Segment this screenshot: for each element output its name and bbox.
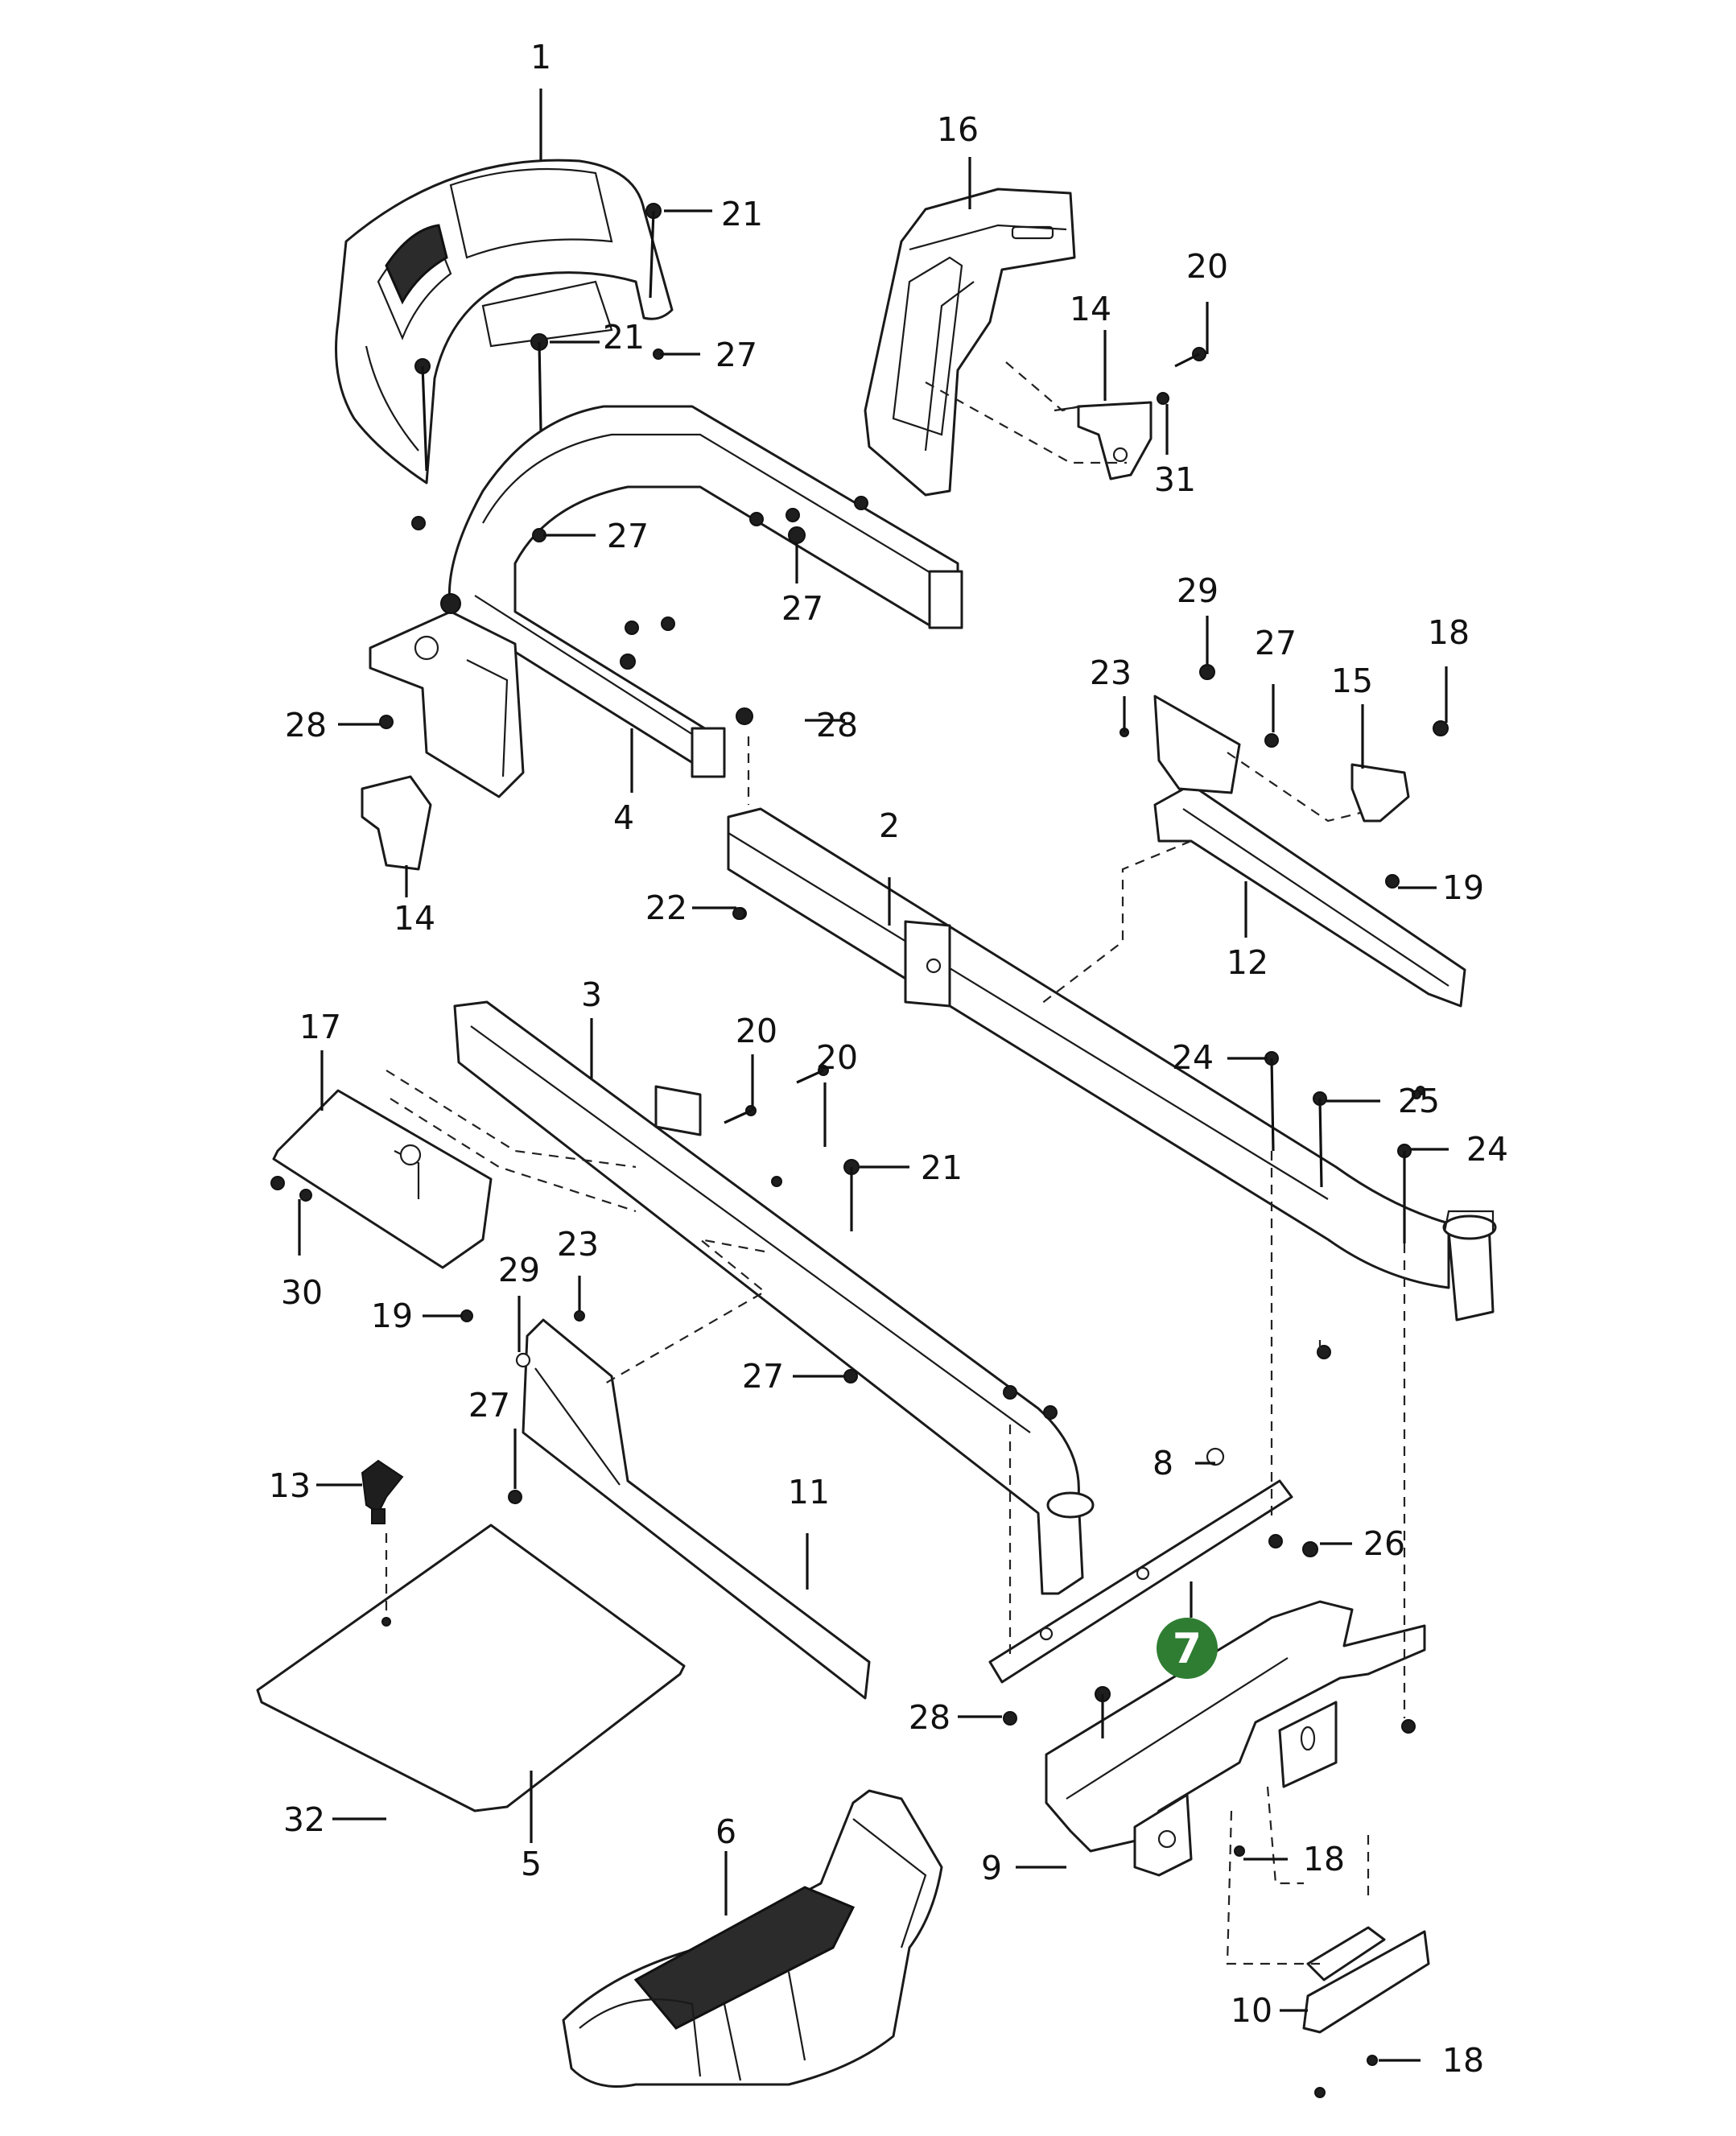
label-27-mid: 27 — [607, 517, 649, 555]
label-24-right: 24 — [1466, 1130, 1508, 1169]
label-4: 4 — [613, 798, 634, 837]
label-23-left: 23 — [557, 1225, 599, 1264]
label-20-top: 20 — [1186, 247, 1228, 286]
label-16: 16 — [937, 110, 979, 149]
label-18-bottom: 18 — [1442, 2041, 1484, 2080]
label-17: 17 — [299, 1008, 341, 1046]
assembly-lines — [385, 361, 1406, 1965]
part-4-upper-frame[interactable] — [447, 405, 963, 778]
part-11-side-plate[interactable] — [522, 1318, 871, 1700]
label-7: 7 — [1173, 1625, 1202, 1673]
label-29-left: 29 — [498, 1251, 540, 1289]
label-10: 10 — [1231, 1991, 1272, 2030]
label-14-upper: 14 — [1070, 290, 1111, 328]
label-11: 11 — [788, 1473, 830, 1511]
label-13: 13 — [269, 1466, 311, 1505]
label-32: 32 — [283, 1800, 325, 1839]
callouts: 1 2 3 4 5 6 7 8 9 10 11 12 13 14 14 15 — [269, 38, 1508, 2080]
label-28-left: 28 — [285, 706, 327, 744]
label-6: 6 — [715, 1812, 736, 1851]
label-27-right: 27 — [1255, 624, 1297, 662]
part-17-plate[interactable] — [272, 1089, 493, 1269]
label-28-center: 28 — [816, 706, 858, 744]
label-2: 2 — [879, 806, 900, 845]
part-9-lower-bracket[interactable] — [1045, 1600, 1426, 1877]
part-12-side-arm[interactable] — [1153, 695, 1466, 1008]
label-26: 26 — [1363, 1524, 1405, 1563]
label-31: 31 — [1154, 460, 1196, 499]
label-29-right: 29 — [1177, 571, 1218, 610]
label-20-right: 20 — [816, 1038, 858, 1077]
part-3-lower-frame[interactable] — [453, 1000, 1095, 1595]
label-27-left: 27 — [468, 1386, 510, 1425]
label-18-mid: 18 — [1303, 1840, 1345, 1878]
label-19-left: 19 — [371, 1297, 413, 1335]
label-30: 30 — [281, 1273, 323, 1312]
part-15-bracket[interactable] — [1350, 763, 1410, 823]
label-27-center: 27 — [781, 589, 823, 628]
part-2-main-frame[interactable] — [727, 807, 1497, 1322]
part-6-front-bumper[interactable] — [562, 1789, 943, 2088]
label-23-right: 23 — [1090, 654, 1132, 692]
label-5: 5 — [521, 1845, 542, 1883]
label-8: 8 — [1153, 1444, 1173, 1482]
label-21-mid: 21 — [603, 318, 645, 357]
part-5-floor-plate[interactable] — [256, 1524, 686, 1812]
label-14-lower: 14 — [394, 899, 435, 938]
label-3: 3 — [581, 975, 602, 1014]
label-27-top: 27 — [715, 336, 757, 374]
label-25: 25 — [1398, 1082, 1440, 1120]
label-9: 9 — [981, 1849, 1002, 1887]
label-28-low: 28 — [909, 1698, 950, 1737]
label-18-top: 18 — [1428, 613, 1470, 652]
part-13-knob[interactable] — [361, 1459, 404, 1524]
part-1-rear-hood[interactable] — [335, 159, 674, 485]
part-14-upper-bracket[interactable] — [1054, 401, 1153, 480]
label-21-top: 21 — [721, 195, 763, 233]
part-4-mount-plate[interactable] — [361, 593, 525, 871]
label-20-left: 20 — [736, 1012, 777, 1050]
highlight-badge-7[interactable] — [1157, 1618, 1218, 1679]
label-22: 22 — [645, 889, 687, 927]
label-1: 1 — [530, 38, 551, 76]
label-21-low: 21 — [921, 1148, 963, 1187]
label-12: 12 — [1227, 943, 1268, 982]
part-10-plate[interactable] — [1302, 1926, 1430, 2034]
part-16-tilt-bracket[interactable] — [864, 188, 1076, 497]
label-24-left: 24 — [1172, 1038, 1214, 1077]
label-15: 15 — [1331, 662, 1373, 700]
part-7-bar[interactable] — [988, 1479, 1293, 1684]
label-27-low: 27 — [742, 1357, 784, 1396]
label-19-right: 19 — [1442, 868, 1484, 907]
